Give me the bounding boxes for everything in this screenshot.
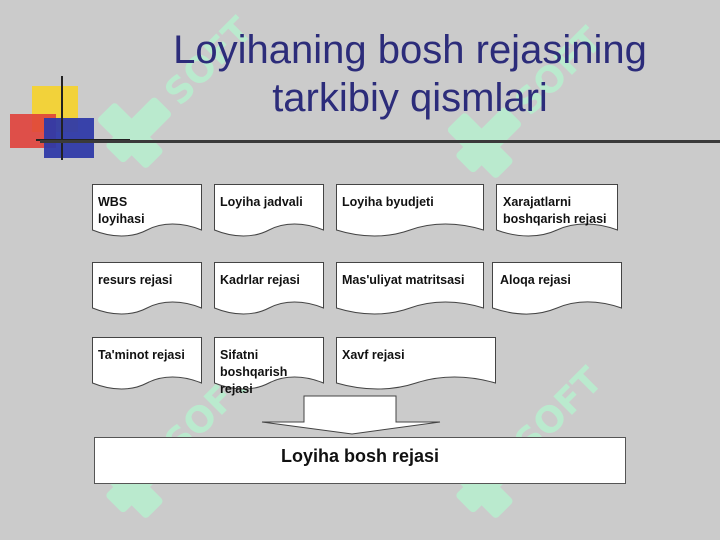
- doc-box-label: Xarajatlarni boshqarish rejasi: [503, 195, 607, 226]
- doc-box-resources: resurs rejasi: [92, 262, 202, 316]
- master-plan-box: Loyiha bosh rejasi: [94, 437, 626, 484]
- document-shape-icon: [492, 262, 622, 315]
- doc-box-label: Mas'uliyat matritsasi: [342, 273, 465, 287]
- doc-box-quality: Sifatni boshqarish rejasi: [214, 337, 324, 396]
- doc-box-label: Loyiha byudjeti: [342, 195, 434, 209]
- doc-box-wbs: WBS loyihasi: [92, 184, 202, 238]
- doc-box-schedule: Loyiha jadvali: [214, 184, 324, 238]
- document-shape-icon: [214, 337, 324, 390]
- doc-box-label: Aloqa rejasi: [500, 273, 571, 287]
- master-plan-label: Loyiha bosh rejasi: [280, 446, 440, 466]
- document-shape-icon: [336, 184, 484, 237]
- slide-title-line1: Loyihaning bosh rejasining: [173, 28, 647, 72]
- doc-box-cost-management: Xarajatlarni boshqarish rejasi: [496, 184, 618, 238]
- doc-box-label: Sifatni boshqarish rejasi: [220, 348, 288, 396]
- slide-title: Loyihaning bosh rejasining tarkibiy qism…: [100, 26, 720, 122]
- doc-box-label: resurs rejasi: [98, 273, 173, 287]
- doc-box-responsibility-matrix: Mas'uliyat matritsasi: [336, 262, 484, 316]
- title-divider: [40, 140, 720, 143]
- document-shape-icon: [214, 262, 324, 315]
- slide-title-line2: tarkibiy qismlari: [272, 76, 548, 120]
- doc-box-budget: Loyiha byudjeti: [336, 184, 484, 238]
- doc-box-label: Loyiha jadvali: [220, 195, 303, 209]
- document-shape-icon: [92, 262, 202, 315]
- doc-box-procurement: Ta'minot rejasi: [92, 337, 202, 391]
- doc-box-label: WBS loyihasi: [98, 195, 145, 226]
- doc-box-staff: Kadrlar rejasi: [214, 262, 324, 316]
- doc-box-label: Kadrlar rejasi: [220, 273, 300, 287]
- doc-box-risk: Xavf rejasi: [336, 337, 496, 391]
- document-shape-icon: [336, 262, 484, 315]
- document-shape-icon: [496, 184, 618, 237]
- document-shape-icon: [336, 337, 496, 390]
- doc-box-label: Xavf rejasi: [342, 348, 405, 362]
- document-shape-icon: [92, 184, 202, 237]
- doc-box-communication: Aloqa rejasi: [492, 262, 622, 316]
- document-shape-icon: [92, 337, 202, 390]
- document-shape-icon: [214, 184, 324, 237]
- doc-box-label: Ta'minot rejasi: [98, 348, 185, 362]
